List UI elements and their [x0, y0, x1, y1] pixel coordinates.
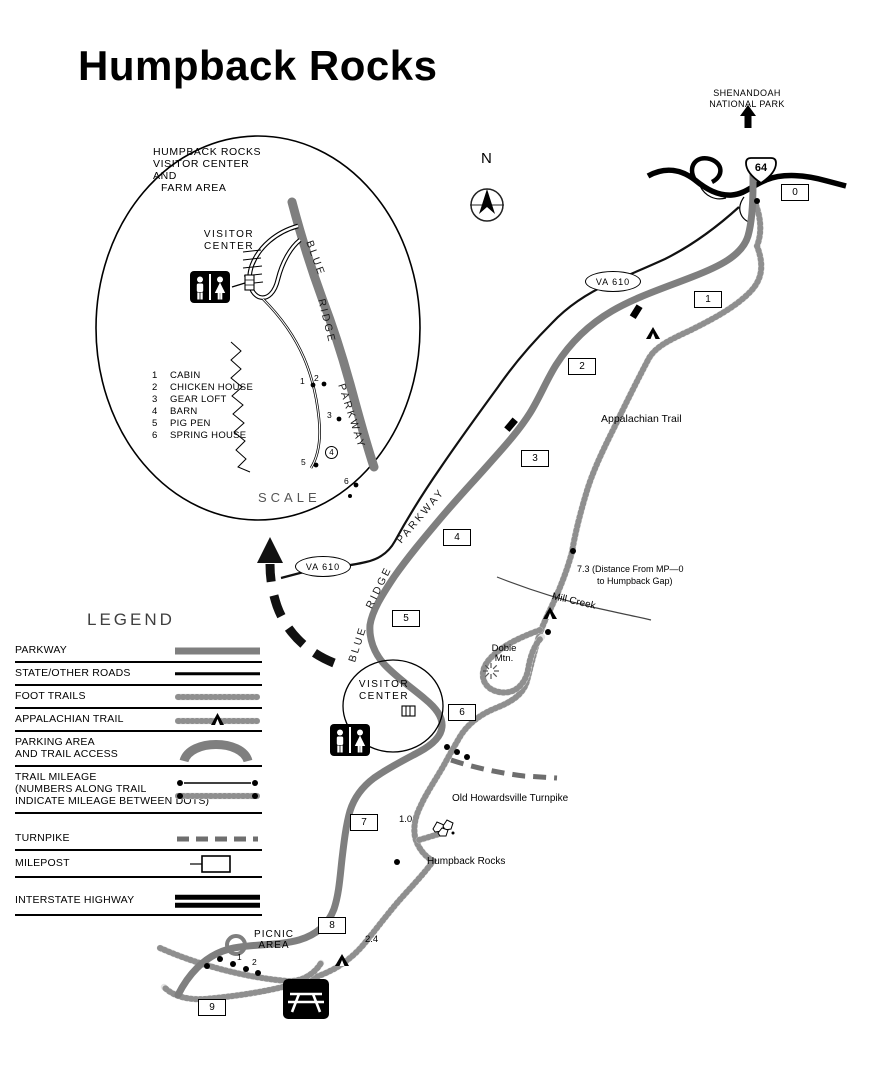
trail-marker-2: 2: [252, 957, 257, 967]
picnic-area-icon: [283, 979, 329, 1019]
milepost-5: 5: [392, 610, 420, 627]
farm-spot-6: 6: [344, 476, 349, 486]
legend-trail-mileage-symbol: [175, 776, 260, 804]
visitor-center-building: [401, 705, 416, 717]
shelter-icon: [335, 954, 349, 966]
farm-spot-5: 5: [301, 457, 306, 467]
legend-row-parkway: PARKWAY: [15, 640, 262, 663]
legend-row-state-roads: STATE/OTHER ROADS: [15, 663, 262, 686]
interstate-shield-number: 64: [754, 162, 768, 174]
rocks-icon: [432, 819, 455, 837]
milepost-9: 9: [198, 999, 226, 1016]
legend-row-foot-trails: FOOT TRAILS: [15, 686, 262, 709]
trail-mileage-1: 1.0: [399, 814, 413, 825]
legend-row-appalachian: APPALACHIAN TRAIL: [15, 709, 262, 732]
trail-dots: [204, 198, 760, 976]
legend-row-trail-mileage: TRAIL MILEAGE (NUMBERS ALONG TRAIL INDIC…: [15, 767, 262, 814]
shenandoah-line2: NATIONAL PARK: [709, 99, 785, 109]
restroom-icon: [330, 724, 370, 756]
milepost-7: 7: [350, 814, 378, 831]
legend-row-milepost: MILEPOST: [15, 851, 262, 878]
inset-farm-area: [95, 135, 421, 521]
interstate-64-road: [646, 155, 847, 224]
mill-creek-line: [496, 576, 652, 621]
overlook-mark: [629, 304, 643, 320]
distance-note-line2: to Humpback Gap): [597, 576, 673, 586]
visitor-center-outline: [342, 659, 444, 753]
inset-pointer-arrow: [257, 537, 336, 668]
picnic-area-label: PICNIC AREA: [254, 929, 294, 951]
dobie-mtn-label: Dobie Mtn.: [491, 643, 517, 664]
old-howardsville-label: Old Howardsville Turnpike: [452, 793, 569, 804]
shenandoah-label: SHENANDOAH NATIONAL PARK: [688, 88, 806, 110]
legend-interstate-symbol: [175, 894, 260, 908]
legend-parking-symbol: [172, 735, 260, 763]
distance-note-line1: 7.3 (Distance From MP—0: [577, 564, 684, 574]
inset-scale-label: SCALE: [258, 490, 321, 505]
legend-row-interstate: INTERSTATE HIGHWAY: [15, 888, 262, 916]
legend: LEGEND PARKWAY STATE/OTHER ROADS FOOT TR…: [15, 610, 262, 916]
milepost-6: 6: [448, 704, 476, 721]
va610-sign: VA 610: [295, 556, 351, 577]
shelter-icon: [543, 607, 557, 619]
legend-title: LEGEND: [87, 610, 175, 629]
farm-spot-3: 3: [327, 410, 332, 420]
north-label: N: [481, 150, 492, 167]
north-continuation-arrow-icon: [740, 105, 756, 128]
shelter-icon: [646, 327, 660, 339]
state-road-va610: [280, 206, 740, 580]
va610-sign: VA 610: [585, 271, 641, 292]
milepost-0: 0: [781, 184, 809, 201]
turnpike-path: [450, 757, 558, 781]
mountain-starburst-icon: [483, 663, 499, 679]
milepost-1: 1: [694, 291, 722, 308]
farm-spot-2: 2: [314, 373, 319, 383]
shenandoah-line1: SHENANDOAH: [713, 88, 781, 98]
legend-row-turnpike: TURNPIKE: [15, 828, 262, 851]
legend-milepost-symbol: [190, 854, 234, 874]
legend-row-parking: PARKING AREA AND TRAIL ACCESS: [15, 732, 262, 767]
farm-spot-1: 1: [300, 376, 305, 386]
trail-marker-1: 1: [237, 952, 242, 962]
shelter-icon: [211, 712, 224, 725]
overlook-mark: [504, 417, 518, 432]
appalachian-trail-label: Appalachian Trail: [601, 413, 682, 425]
visitor-center-label: VISITOR CENTER: [358, 679, 410, 702]
inset-title: HUMPBACK ROCKS VISITOR CENTER AND FARM A…: [153, 146, 262, 194]
farm-spot-4: 4: [325, 446, 338, 459]
milepost-4: 4: [443, 529, 471, 546]
milepost-8: 8: [318, 917, 346, 934]
north-compass-icon: [470, 188, 504, 222]
legend-state-road-symbol: [175, 671, 260, 676]
restroom-icon: [190, 271, 230, 303]
humpback-rocks-label: Humpback Rocks: [427, 856, 506, 867]
milepost-2: 2: [568, 358, 596, 375]
trail-mileage-2: 2.4: [365, 934, 379, 945]
legend-turnpike-symbol: [175, 834, 260, 844]
legend-parkway-symbol: [175, 647, 260, 654]
picnic-loop-road: [225, 934, 247, 956]
inset-visitor-center-label: VISITOR CENTER: [203, 229, 255, 252]
interstate-64-shield: [745, 157, 777, 185]
legend-foot-trail-symbol: [175, 691, 260, 703]
page-title: Humpback Rocks: [78, 42, 438, 89]
legend-appalachian-symbol: [175, 712, 260, 728]
milepost-3: 3: [521, 450, 549, 467]
